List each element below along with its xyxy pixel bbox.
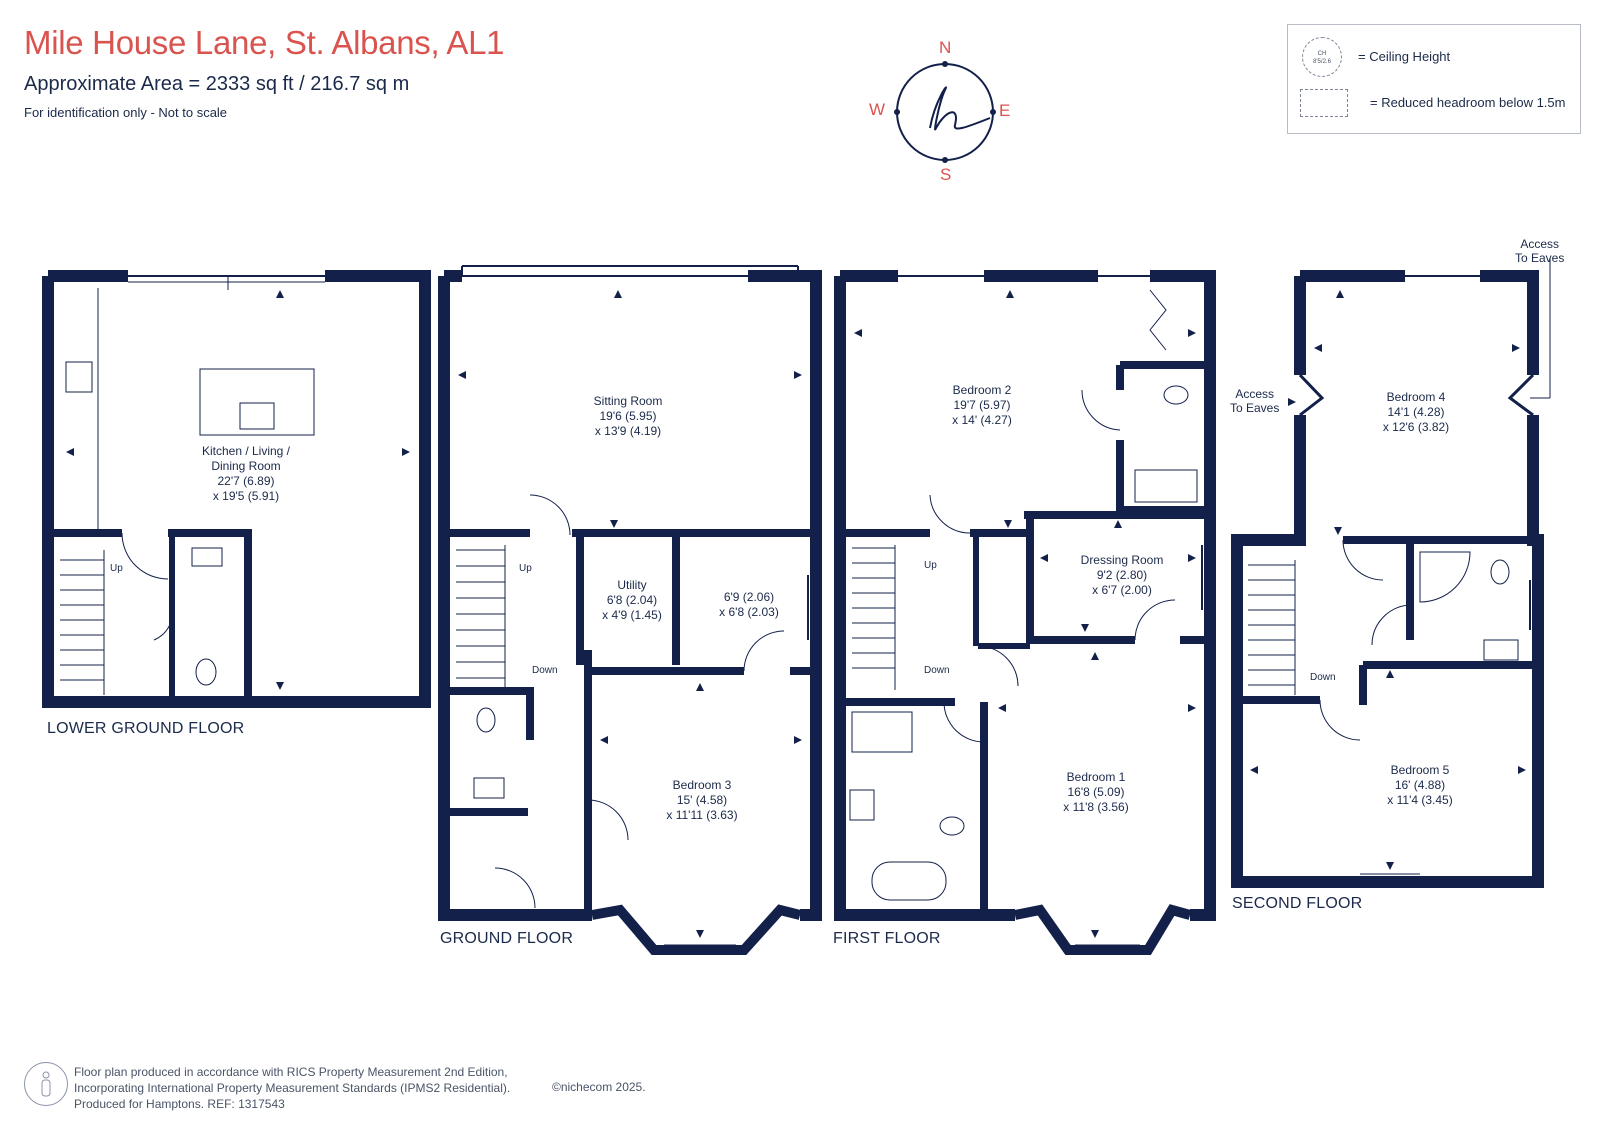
- reduced-headroom-label: = Reduced headroom below 1.5m: [1370, 95, 1566, 110]
- ground-stairs-up: Up: [519, 563, 532, 574]
- room-bedroom-2: Bedroom 2 19'7 (5.97) x 14' (4.27): [952, 383, 1012, 427]
- first-stairs-down: Down: [924, 665, 950, 676]
- lower-ground-floor-walls: [42, 270, 431, 708]
- floor-label-ground: GROUND FLOOR: [440, 930, 574, 947]
- approximate-area: Approximate Area = 2333 sq ft / 216.7 sq…: [24, 73, 410, 95]
- floor-label-second: SECOND FLOOR: [1232, 895, 1363, 912]
- room-utility: Utility 6'8 (2.04) x 4'9 (1.45): [602, 578, 662, 622]
- ground-floor-walls: [438, 265, 822, 955]
- floor-label-first: FIRST FLOOR: [833, 930, 941, 947]
- room-store: 6'9 (2.06) x 6'8 (2.03): [719, 590, 779, 619]
- legend: CH 8'5/2.6 = Ceiling Height = Reduced he…: [1287, 24, 1581, 134]
- compass-north: N: [939, 38, 952, 57]
- room-bedroom-1: Bedroom 1 16'8 (5.09) x 11'8 (3.56): [1063, 770, 1129, 814]
- first-stairs-up: Up: [924, 560, 937, 571]
- room-bedroom-5: Bedroom 5 16' (4.88) x 11'4 (3.45): [1387, 763, 1453, 807]
- identification-note: For identification only - Not to scale: [24, 105, 228, 120]
- room-dressing-room: Dressing Room 9'2 (2.80) x 6'7 (2.00): [1080, 553, 1164, 597]
- first-floor-walls: [834, 270, 1216, 955]
- property-title: Mile House Lane, St. Albans, AL1: [24, 24, 505, 61]
- reduced-headroom-symbol: [1300, 89, 1348, 117]
- room-bedroom-3: Bedroom 3 15' (4.58) x 11'11 (3.63): [666, 778, 738, 822]
- room-sitting-room: Sitting Room 19'6 (5.95) x 13'9 (4.19): [593, 394, 663, 438]
- compass-rose: [894, 61, 996, 163]
- ground-stairs-down: Down: [532, 665, 558, 676]
- footer-note: Floor plan produced in accordance with R…: [74, 1065, 511, 1111]
- access-to-eaves-right: Access To Eaves: [1515, 237, 1565, 265]
- ceiling-height-label: = Ceiling Height: [1358, 49, 1451, 64]
- room-bedroom-4: Bedroom 4 14'1 (4.28) x 12'6 (3.82): [1382, 390, 1450, 434]
- second-floor-walls: [1231, 258, 1551, 888]
- floor-label-lower-ground: LOWER GROUND FLOOR: [47, 720, 245, 737]
- second-stairs-down: Down: [1310, 672, 1336, 683]
- dimension-arrows: [66, 290, 1526, 938]
- access-to-eaves-left: Access To Eaves: [1230, 387, 1280, 415]
- compass-south: S: [940, 165, 952, 184]
- copyright: ©nichecom 2025.: [552, 1080, 646, 1094]
- compass-east: E: [999, 101, 1011, 120]
- compass-west: W: [869, 100, 886, 119]
- stairs-up-label: Up: [110, 563, 123, 574]
- room-kitchen-living-dining: Kitchen / Living / Dining Room 22'7 (6.8…: [201, 444, 291, 503]
- ceiling-height-symbol: CH 8'5/2.6: [1302, 37, 1342, 77]
- info-person-icon: [24, 1062, 68, 1106]
